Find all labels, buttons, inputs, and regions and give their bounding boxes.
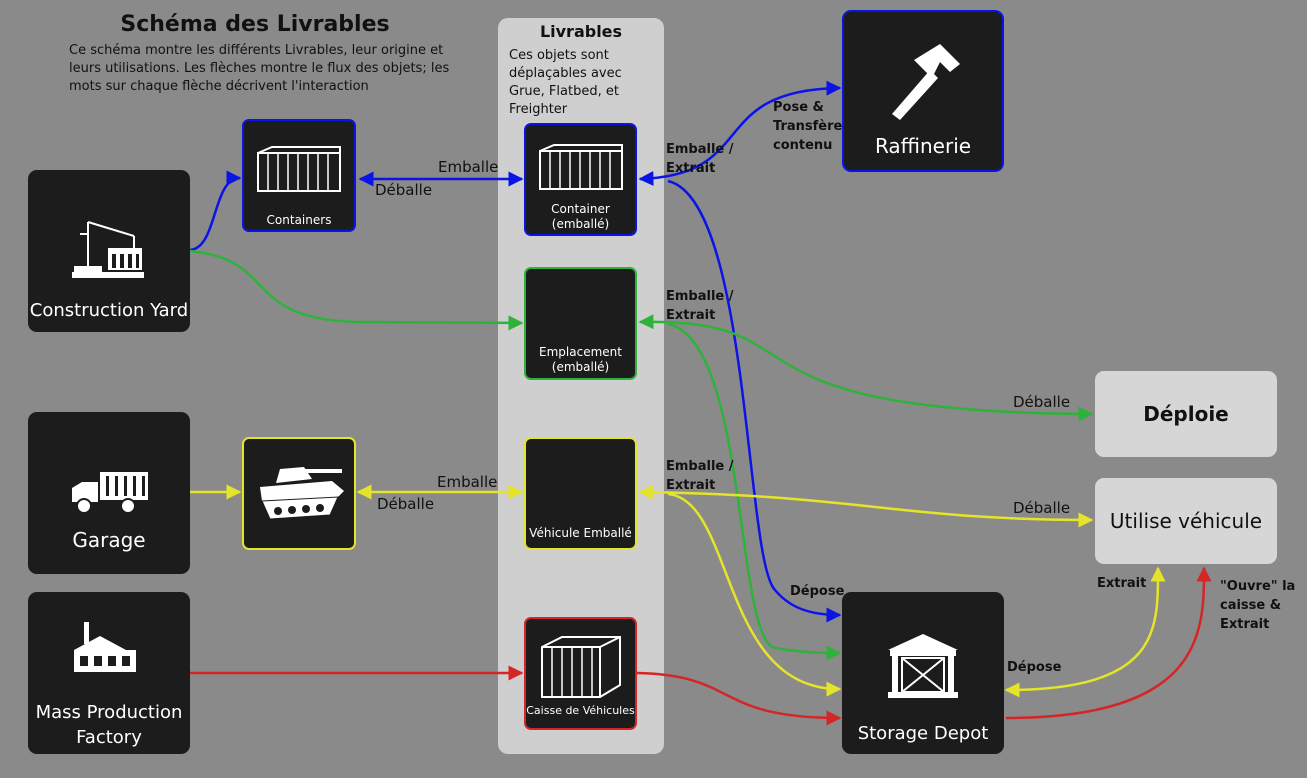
vehicule-emballe-label: Véhicule Emballé — [529, 526, 632, 540]
crane-icon — [72, 221, 144, 278]
raffinerie-label: Raffinerie — [874, 134, 972, 158]
storage-depot-label: Storage Depot — [857, 723, 989, 744]
node-tank[interactable] — [242, 437, 356, 550]
container-packed-label-2: (emballé) — [551, 217, 610, 231]
factory-icon — [74, 622, 136, 672]
label-emballe-extrait-1b: Extrait — [666, 161, 715, 176]
tank-icon — [260, 467, 344, 520]
label-ouvre-1: "Ouvre" la — [1220, 579, 1295, 594]
node-containers[interactable]: Containers — [242, 119, 356, 232]
utilise-vehicule-label: Utilise véhicule — [1109, 509, 1263, 533]
node-garage[interactable]: Garage — [28, 412, 190, 574]
label-extrait: Extrait — [1097, 576, 1146, 591]
containers-label: Containers — [266, 213, 332, 227]
emplacement-label-2: (emballé) — [551, 360, 610, 374]
label-deballe-top: Déballe — [375, 181, 432, 199]
node-utilise-vehicule[interactable]: Utilise véhicule — [1095, 478, 1277, 564]
caisse-vehicules-label: Caisse de Véhicules — [526, 704, 635, 717]
arrow-vehicule-to-depot — [667, 492, 842, 697]
arrow-vehicule-to-utilise — [638, 484, 1094, 528]
arrow-container-to-raffinerie — [638, 80, 842, 187]
diagram-description: Ce schéma montre les différents Livrable… — [69, 43, 450, 94]
label-emballe-extrait-3b: Extrait — [666, 478, 715, 493]
node-mass-production-factory[interactable]: Mass Production Factory — [28, 592, 190, 754]
diagram-title: Schéma des Livrables — [120, 12, 390, 37]
arrow-yard-to-emplacement — [189, 249, 524, 331]
node-storage-depot[interactable]: Storage Depot — [842, 592, 1004, 754]
label-ouvre-3: Extrait — [1220, 617, 1269, 632]
arrow-container-to-depot — [667, 179, 842, 623]
label-deballe-bottom: Déballe — [377, 495, 434, 513]
truck-icon — [72, 472, 148, 514]
node-container-packed[interactable]: Container (emballé) — [524, 123, 637, 236]
crate-icon — [541, 636, 621, 698]
emplacement-label-1: Emplacement — [539, 345, 622, 359]
label-pose-1: Pose & — [773, 100, 824, 115]
node-construction-yard[interactable]: Construction Yard — [28, 170, 190, 332]
label-pose-3: contenu — [773, 138, 832, 153]
label-emballe-top: Emballe — [438, 158, 498, 176]
label-emballe-extrait-2b: Extrait — [666, 308, 715, 323]
label-emballe-extrait-3a: Emballe / — [666, 459, 734, 474]
arrow-depot-utilise-extrait — [1004, 566, 1166, 698]
depot-icon — [888, 634, 958, 698]
arrow-emplacement-to-deploie — [638, 314, 1094, 422]
node-deploie[interactable]: Déploie — [1095, 371, 1277, 457]
arrow-emplacement-to-depot — [667, 322, 842, 661]
arrow-depot-to-utilise-red — [1005, 566, 1212, 720]
arrow-yard-to-containers — [189, 170, 242, 252]
arrow-caisse-to-depot — [636, 671, 842, 726]
livrables-panel-description: Ces objets sont déplaçables avec Grue, F… — [509, 48, 622, 117]
label-deballe-utilise: Déballe — [1013, 499, 1070, 517]
livrables-panel-title: Livrables — [539, 22, 623, 41]
deploie-label: Déploie — [1143, 402, 1229, 426]
node-emplacement[interactable]: Emplacement (emballé) — [524, 267, 637, 380]
container-packed-label-1: Container — [551, 202, 610, 216]
label-emballe-extrait-2a: Emballe / — [666, 289, 734, 304]
garage-label: Garage — [72, 528, 146, 552]
label-deballe-deploie: Déballe — [1013, 393, 1070, 411]
mass-production-label-2: Factory — [76, 727, 142, 748]
hammer-icon — [892, 44, 960, 120]
container-icon — [539, 144, 623, 190]
node-vehicule-emballe[interactable]: Véhicule Emballé — [524, 437, 637, 550]
label-emballe-bottom: Emballe — [437, 473, 497, 491]
mass-production-label-1: Mass Production — [35, 702, 183, 723]
label-depose-depot: Dépose — [1007, 660, 1062, 675]
label-depose-blue: Dépose — [790, 584, 845, 599]
node-raffinerie[interactable]: Raffinerie — [842, 10, 1004, 172]
node-caisse-vehicules[interactable]: Caisse de Véhicules — [524, 617, 637, 730]
label-ouvre-2: caisse & — [1220, 598, 1281, 613]
label-pose-2: Transfère — [773, 119, 842, 134]
construction-yard-label: Construction Yard — [29, 300, 189, 321]
container-icon — [257, 146, 341, 192]
label-emballe-extrait-1a: Emballe / — [666, 142, 734, 157]
